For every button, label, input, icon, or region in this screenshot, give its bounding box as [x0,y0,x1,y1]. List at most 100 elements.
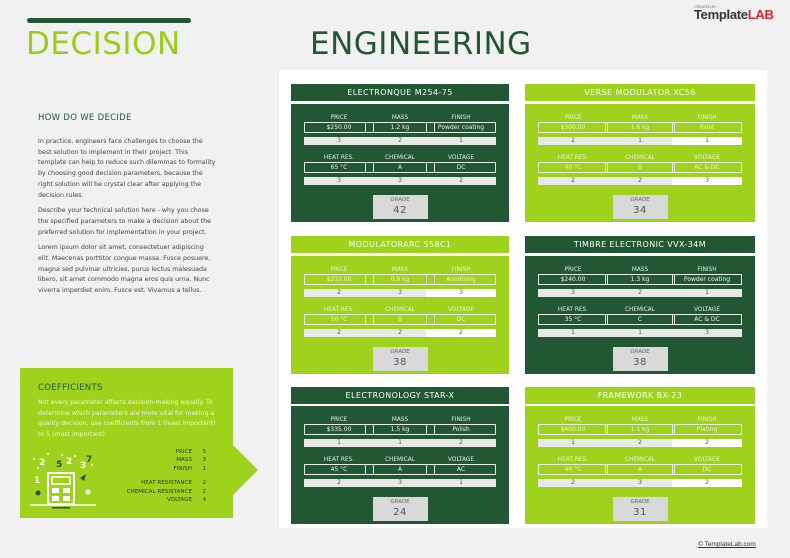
voltage-score[interactable]: 2 [426,177,496,185]
voltage-input[interactable]: DC [426,162,496,173]
finish-score[interactable]: 2 [426,439,496,447]
price-score[interactable]: 3 [538,289,608,297]
heat-input[interactable]: 40 °C [538,464,608,475]
chemical-score[interactable]: 3 [605,479,675,487]
chemical-score[interactable]: 2 [605,177,675,185]
finish-input[interactable]: Plating [672,424,742,435]
heat-cell: HEAT RES. 40 °C 2 [538,154,608,185]
chemical-input[interactable]: A [365,162,435,173]
price-score[interactable]: 2 [304,289,374,297]
heat-score[interactable]: 1 [538,329,608,337]
voltage-label: VOLTAGE [694,307,720,313]
heat-input[interactable]: 65 °C [304,162,374,173]
heat-score[interactable]: 2 [304,329,374,337]
finish-cell: FINISH Powder coating 1 [672,266,742,297]
heat-input[interactable]: 45 °C [304,464,374,475]
chemical-input[interactable]: A [365,464,435,475]
chemical-label: CHEMICAL [624,307,656,313]
heat-score[interactable]: 2 [304,479,374,487]
chemical-input[interactable]: A [605,464,675,475]
mass-score[interactable]: 2 [605,439,675,447]
grade-box: GRADE 42 [372,195,428,219]
voltage-input[interactable]: DC [426,314,496,325]
svg-text:2: 2 [39,458,45,468]
voltage-score[interactable]: 2 [426,329,496,337]
mass-score[interactable]: 1 [365,439,435,447]
mass-score[interactable]: 2 [605,289,675,297]
intro-heading: HOW DO WE DECIDE [38,113,132,123]
mass-score[interactable]: 1 [605,137,675,145]
finish-score[interactable]: 3 [426,289,496,297]
price-cell: PRICE $310.00 2 [304,266,374,297]
chemical-score[interactable]: 2 [365,329,435,337]
finish-score[interactable]: 1 [426,137,496,145]
chemical-label: CHEMICAL [624,155,656,161]
voltage-input[interactable]: AC & DC [672,314,742,325]
voltage-input[interactable]: DC [672,464,742,475]
chemical-input[interactable]: B [365,314,435,325]
heat-score[interactable]: 2 [538,177,608,185]
price-score[interactable]: 2 [538,137,608,145]
chemical-score[interactable]: 3 [365,479,435,487]
mass-input[interactable]: 1.2 kg [365,122,435,133]
mass-label: MASS [631,267,649,273]
chemical-cell: CHEMICAL A 3 [605,456,675,487]
calculator-icon: 2 5 2 3 7 1 [30,453,96,509]
heat-score[interactable]: 3 [304,177,374,185]
coefficient-value: 2 [202,480,206,487]
card-title: MODULATORARC 558C1 [291,236,509,253]
voltage-input[interactable]: AC & DC [672,162,742,173]
finish-input[interactable]: Paint [672,122,742,133]
voltage-score[interactable]: 3 [672,177,742,185]
brand-created-by: CREATED BY [694,4,717,9]
finish-score[interactable]: 1 [672,137,742,145]
price-score[interactable]: 1 [538,439,608,447]
footer-copyright-link[interactable]: © TemplateLab.com [698,541,756,548]
mass-input[interactable]: 1.1 kg [605,424,675,435]
price-score[interactable]: 3 [304,137,374,145]
chemical-input[interactable]: B [605,162,675,173]
price-input[interactable]: $400.00 [538,424,608,435]
chemical-input[interactable]: C [605,314,675,325]
mass-score[interactable]: 3 [365,289,435,297]
chemical-score[interactable]: 1 [605,329,675,337]
price-input[interactable]: $250.00 [304,122,374,133]
mass-input[interactable]: 0.9 kg [365,274,435,285]
mass-cell: MASS 1.2 kg 2 [365,114,435,145]
finish-input[interactable]: Powder coating [672,274,742,285]
voltage-score[interactable]: 1 [426,479,496,487]
finish-score[interactable]: 2 [672,439,742,447]
coefficient-value: 5 [202,449,206,455]
grade-label: GRADE [630,499,650,505]
price-score[interactable]: 1 [304,439,374,447]
heat-input[interactable]: 40 °C [538,162,608,173]
price-label: PRICE [330,417,348,423]
price-input[interactable]: $335.00 [304,424,374,435]
finish-score[interactable]: 1 [672,289,742,297]
price-input[interactable]: $300.00 [538,122,608,133]
heat-label: HEAT RES. [323,155,355,161]
coefficient-label: FINISH [173,465,192,472]
heat-input[interactable]: 35 °C [538,314,608,325]
finish-input[interactable]: Polish [426,424,496,435]
price-input[interactable]: $310.00 [304,274,374,285]
card-body: PRICE $240.00 3 MASS 1.3 kg 2 FINISH Pow… [525,256,755,374]
mass-input[interactable]: 1.3 kg [605,274,675,285]
voltage-score[interactable]: 3 [672,329,742,337]
card-body: PRICE $300.00 2 MASS 1.6 kg 1 FINISH Pai… [525,104,755,222]
mass-cell: MASS 1.1 kg 2 [605,416,675,447]
heat-cell: HEAT RES. 65 °C 3 [304,154,374,185]
mass-input[interactable]: 1.6 kg [605,122,675,133]
finish-input[interactable]: Powder coating [426,122,496,133]
voltage-input[interactable]: AC [426,464,496,475]
mass-input[interactable]: 1.5 kg [365,424,435,435]
finish-input[interactable]: Anodising [426,274,496,285]
voltage-score[interactable]: 2 [672,479,742,487]
coefficients-heading: COEFFICIENTS [38,383,103,393]
mass-score[interactable]: 2 [365,137,435,145]
price-input[interactable]: $240.00 [538,274,608,285]
chemical-score[interactable]: 3 [365,177,435,185]
heat-score[interactable]: 2 [538,479,608,487]
heat-input[interactable]: 50 °C [304,314,374,325]
